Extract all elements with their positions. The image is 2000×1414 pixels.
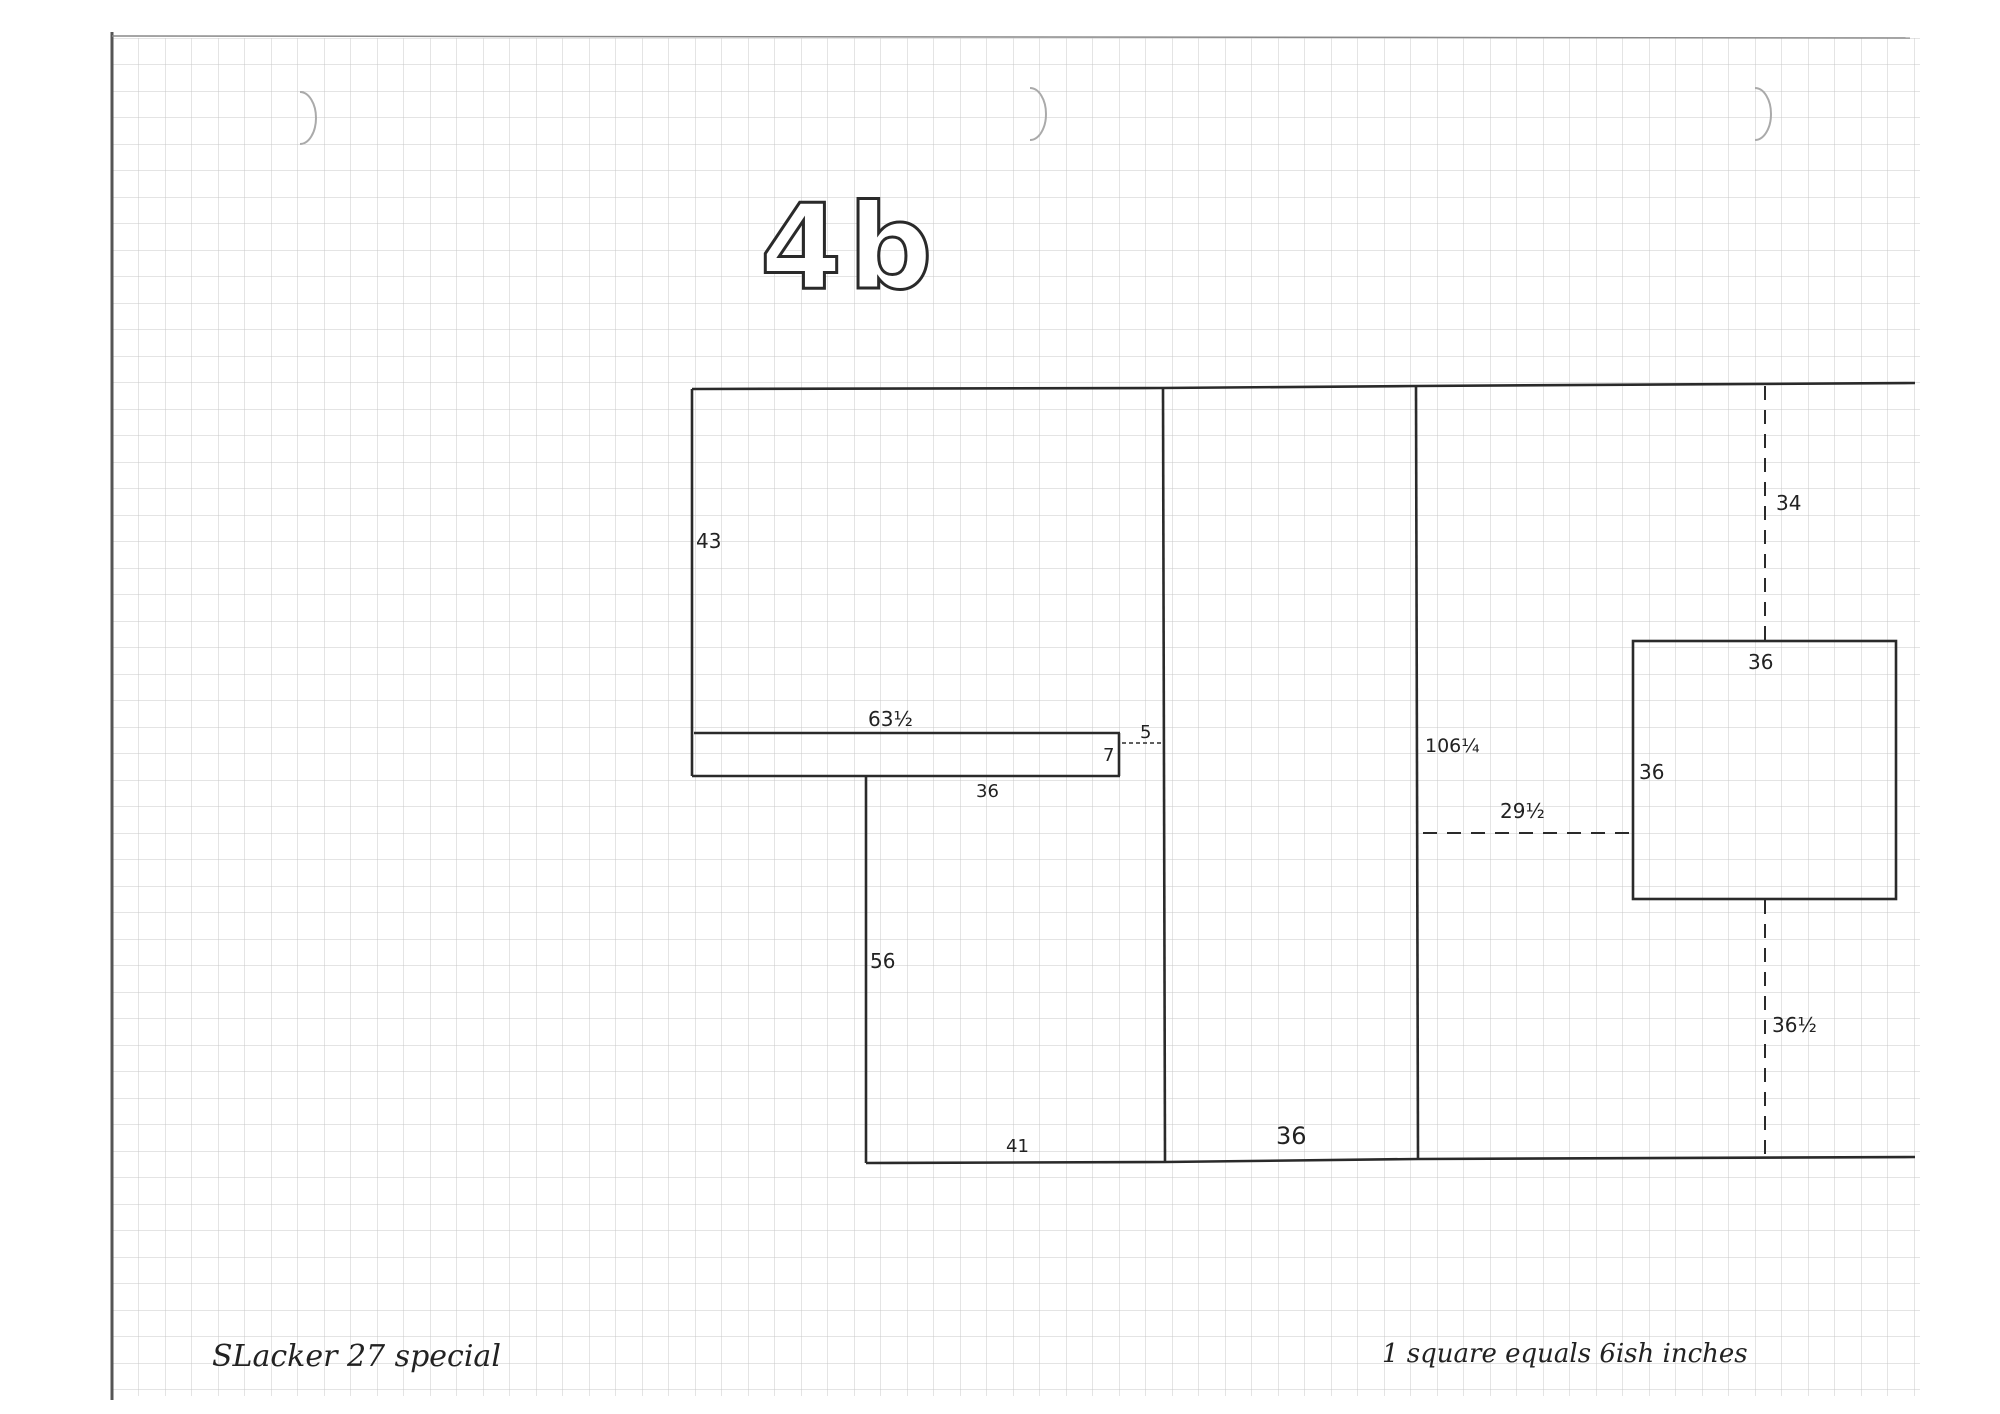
label-counter-gap: 5	[1140, 722, 1151, 743]
label-counter-depth: 7	[1103, 745, 1114, 766]
label-counter-length: 63½	[868, 707, 913, 731]
footer-left-note: SLacker 27 special	[212, 1339, 501, 1374]
binder-hole-middle	[1029, 87, 1047, 141]
middle-wall-b	[1414, 386, 1420, 1160]
binder-hole-right	[1754, 87, 1772, 141]
label-left-room-height: 43	[696, 529, 721, 553]
label-lower-wall-height: 56	[870, 949, 895, 973]
footer-right-note: 1 square equals 6ish inches	[1382, 1339, 1748, 1369]
label-box-side: 36	[1639, 760, 1664, 784]
right-box	[1631, 639, 1898, 901]
label-middle-span: 106¼	[1425, 735, 1480, 757]
label-bottom-middle: 36	[1276, 1122, 1307, 1150]
graph-paper-grid	[112, 38, 1920, 1396]
label-counter-bottom: 36	[976, 781, 999, 802]
label-offset-to-box: 29½	[1500, 799, 1545, 823]
bottom-wall	[865, 1155, 1916, 1165]
label-right-top-dashed: 34	[1776, 491, 1801, 515]
sheet-title: 4b	[760, 178, 939, 316]
top-wall	[691, 381, 1916, 391]
paper-top-edge	[111, 35, 1911, 39]
binder-hole-left	[299, 91, 317, 145]
label-right-bottom-dashed: 36½	[1772, 1013, 1817, 1037]
label-box-top: 36	[1748, 650, 1773, 674]
label-bottom-left: 41	[1006, 1136, 1029, 1157]
middle-wall-a	[1161, 388, 1167, 1163]
